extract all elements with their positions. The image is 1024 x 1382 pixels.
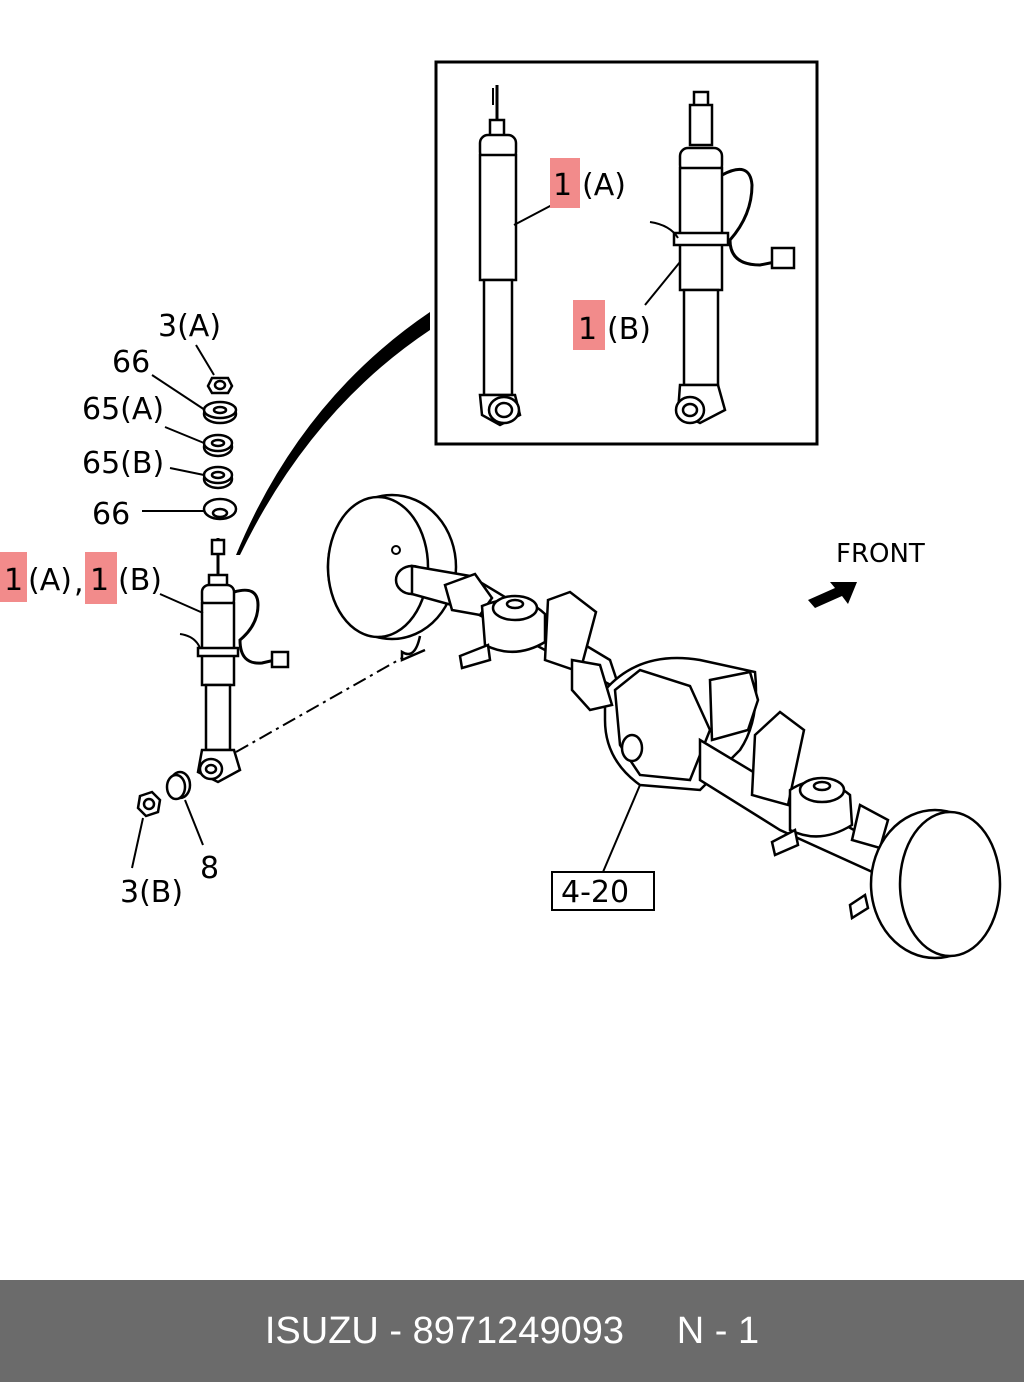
footer-brand: ISUZU [264,1309,379,1352]
footer-gap [624,1310,677,1352]
axle-ref-box [551,871,655,911]
inset-shock-a [478,85,553,427]
label-shock-suffix-b: (B) [118,563,162,598]
label-front: FRONT [836,539,925,569]
inset-label-suffix-a: (A) [582,168,626,203]
lower-hardware [136,770,192,818]
footer-bar: ISUZU - 8971249093 N - 1 [0,1280,1024,1382]
label-shock-num-b: 1 [90,563,109,598]
label-axle-ref: 4-20 [561,875,629,910]
inset-label-suffix-b: (B) [607,312,651,347]
highlight-shock-b [85,552,117,604]
front-arrow-icon [808,582,857,608]
hardware-stack [202,376,238,521]
label-shock-num-a: 1 [4,563,23,598]
footer-part-number: 8971249093 [412,1309,624,1352]
main-shock-absorber [179,538,290,784]
inset-shock-b [644,90,796,425]
label-washer-66-top: 66 [112,345,150,380]
label-washer-8: 8 [200,851,219,886]
parts-diagram: 1 (A) 1 (B) 3(A) 66 65(A) 65(B) 66 [0,60,1002,960]
rear-axle-assembly [326,493,1002,960]
label-shock-suffix-a: (A) [28,563,72,598]
inset-pointer [236,312,430,555]
highlight-shock-a [0,552,27,602]
label-washer-66-bottom: 66 [92,497,130,532]
footer-separator: - [378,1309,413,1352]
footer-text: ISUZU - 8971249093 N - 1 [265,1310,759,1353]
inset-highlight-a [550,158,580,208]
label-nut-3a: 3(A) [158,309,221,344]
inset-highlight-b [573,300,605,350]
label-nut-3b: 3(B) [120,875,183,910]
label-comma: , [74,565,84,600]
inset-label-num-b: 1 [578,312,597,347]
inset-label-num-a: 1 [553,168,572,203]
label-bushing-65b: 65(B) [82,446,164,481]
footer-ref: N - 1 [676,1309,760,1352]
label-bushing-65a: 65(A) [82,392,164,427]
